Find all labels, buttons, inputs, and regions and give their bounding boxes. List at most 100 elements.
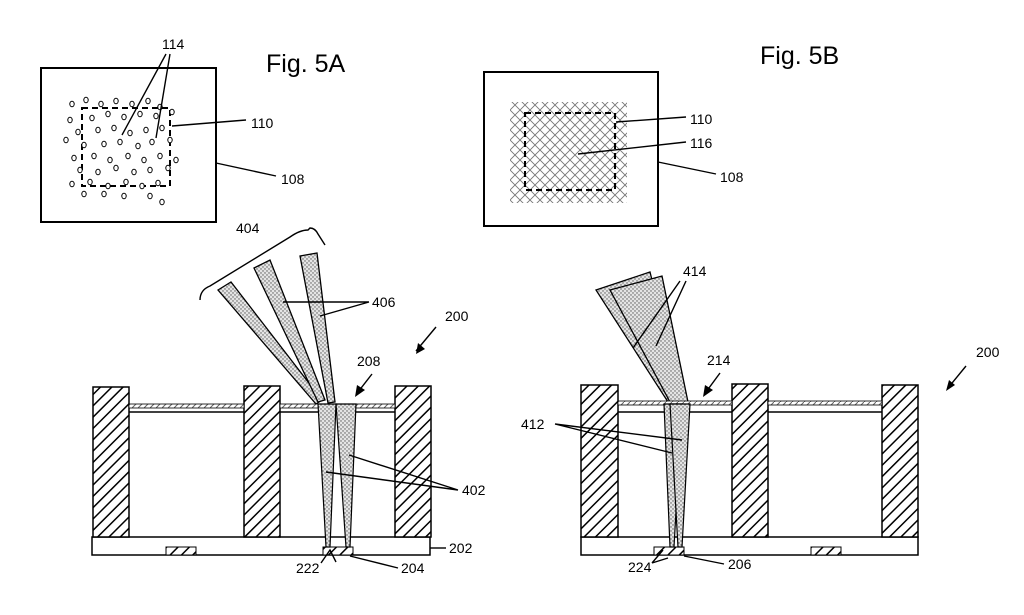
cone-402-1 bbox=[317, 403, 337, 548]
leader-110-a bbox=[171, 119, 247, 127]
particle bbox=[83, 96, 89, 104]
figure-5b-title: Fig. 5B bbox=[760, 42, 839, 70]
particle bbox=[107, 156, 113, 164]
particle bbox=[153, 112, 159, 120]
particle bbox=[81, 141, 87, 149]
particle bbox=[71, 154, 77, 162]
leader-114 bbox=[121, 53, 171, 139]
wall-left-a bbox=[92, 386, 130, 538]
particle bbox=[145, 97, 151, 105]
label-404: 404 bbox=[236, 220, 260, 236]
label-200-b: 200 bbox=[976, 344, 1000, 360]
leader-222 bbox=[320, 548, 337, 564]
beam-414-2 bbox=[609, 275, 689, 403]
wall-right-a bbox=[394, 385, 432, 538]
leader-110-b bbox=[615, 116, 687, 123]
base-202 bbox=[91, 536, 431, 556]
particles-114 bbox=[63, 96, 179, 206]
film-right-b bbox=[767, 400, 883, 406]
label-222: 222 bbox=[296, 560, 320, 576]
base-b bbox=[580, 536, 919, 556]
region-110-b bbox=[524, 112, 616, 191]
particle bbox=[167, 136, 173, 144]
label-116: 116 bbox=[690, 135, 713, 151]
particle bbox=[131, 168, 137, 176]
leader-206 bbox=[683, 555, 725, 565]
detector-204 bbox=[322, 546, 354, 556]
label-202: 202 bbox=[449, 540, 473, 556]
particle bbox=[91, 152, 97, 160]
particle bbox=[75, 128, 81, 136]
figure-5a-title: Fig. 5A bbox=[266, 50, 346, 78]
detector-a-left bbox=[165, 546, 197, 556]
particle bbox=[81, 190, 87, 198]
detector-b-right bbox=[810, 546, 842, 556]
particle bbox=[95, 168, 101, 176]
beams-404 bbox=[217, 252, 336, 405]
particle bbox=[105, 182, 111, 190]
leader-406 bbox=[283, 301, 370, 317]
particle bbox=[143, 126, 149, 134]
mesh-116 bbox=[510, 102, 627, 203]
wall-left-b bbox=[580, 384, 619, 538]
arrowhead-200-a bbox=[416, 343, 425, 354]
particle bbox=[147, 192, 153, 200]
particle bbox=[137, 110, 143, 118]
label-214: 214 bbox=[707, 352, 731, 368]
particle bbox=[169, 108, 175, 116]
leader-204 bbox=[349, 555, 399, 569]
particle bbox=[101, 140, 107, 148]
particle bbox=[121, 192, 127, 200]
particle bbox=[141, 156, 147, 164]
leader-116 bbox=[577, 141, 687, 155]
particle bbox=[105, 110, 111, 118]
particle bbox=[157, 152, 163, 160]
particle bbox=[125, 152, 131, 160]
beam-404-2 bbox=[253, 259, 326, 403]
leader-108-a bbox=[215, 162, 277, 177]
particle bbox=[155, 179, 161, 187]
particle bbox=[67, 116, 73, 124]
substrate-108-a bbox=[40, 67, 217, 223]
leader-224 bbox=[651, 549, 669, 564]
particle bbox=[123, 178, 129, 186]
particle bbox=[159, 124, 165, 132]
label-108-b: 108 bbox=[720, 169, 744, 185]
particle bbox=[165, 164, 171, 172]
arrowhead-200-b bbox=[946, 380, 955, 391]
label-204: 204 bbox=[401, 560, 425, 576]
particle bbox=[101, 190, 107, 198]
label-108-a: 108 bbox=[281, 171, 305, 187]
label-402: 402 bbox=[462, 482, 486, 498]
figure-5b: Fig. 5B 110 116 108 414 200 214 bbox=[483, 42, 1000, 575]
cone-402-2 bbox=[335, 403, 357, 548]
particle bbox=[121, 113, 127, 121]
particle bbox=[127, 129, 133, 137]
label-206: 206 bbox=[728, 556, 752, 572]
particle bbox=[87, 178, 93, 186]
particle bbox=[95, 126, 101, 134]
particle bbox=[77, 166, 83, 174]
bracket-404 bbox=[199, 227, 326, 301]
label-110-a: 110 bbox=[251, 115, 274, 131]
arrowhead-208 bbox=[355, 385, 365, 397]
label-110-b: 110 bbox=[690, 111, 713, 127]
particle bbox=[69, 100, 75, 108]
particle bbox=[173, 156, 179, 164]
label-208: 208 bbox=[357, 353, 381, 369]
figure-5a: Fig. 5A 114 110 108 404 406 200 bbox=[40, 36, 486, 576]
particle bbox=[69, 180, 75, 188]
particle bbox=[159, 198, 165, 206]
wall-right-b bbox=[881, 384, 919, 538]
particle bbox=[63, 136, 69, 144]
particle bbox=[113, 97, 119, 105]
arrowhead-214 bbox=[703, 385, 713, 397]
particle bbox=[113, 164, 119, 172]
wall-mid-b bbox=[731, 383, 769, 538]
particle bbox=[98, 100, 104, 108]
wall-mid-a bbox=[243, 385, 281, 538]
label-406: 406 bbox=[372, 294, 396, 310]
label-224: 224 bbox=[628, 559, 652, 575]
leader-414 bbox=[632, 280, 687, 349]
